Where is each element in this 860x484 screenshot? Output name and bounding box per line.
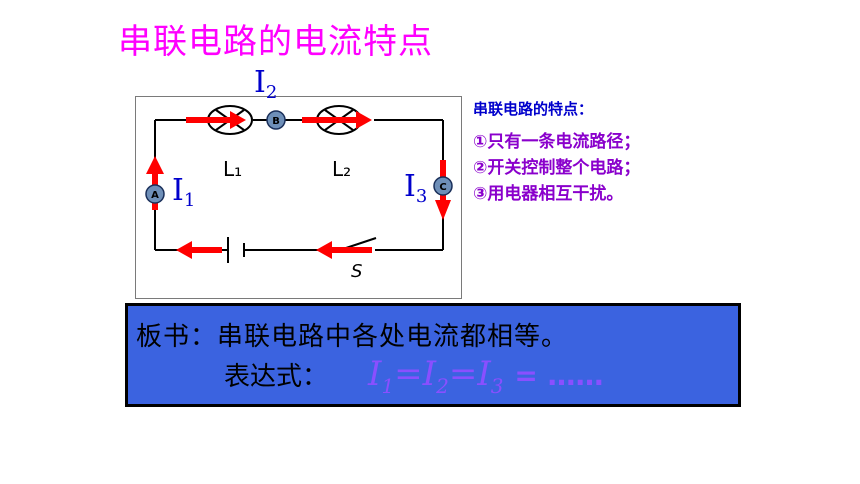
board-conclusion: 板书：串联电路中各处电流都相等。 <box>136 322 569 352</box>
series-circuit-features: 串联电路的特点： ①只有一条电流路径； ②开关控制整个电路； ③用电器相互干扰。 <box>473 98 733 207</box>
ammeter-b-label: B <box>272 116 280 127</box>
ammeter-a-label: A <box>151 190 159 201</box>
ammeter-c-label: C <box>439 182 446 193</box>
current-label-i2: I2 <box>254 65 278 103</box>
board-expression-label: 表达式： <box>224 362 329 392</box>
ammeter-c: C <box>433 176 453 196</box>
arrow-top-2 <box>302 111 372 129</box>
lamp-2-label: L₂ <box>332 157 351 181</box>
lamp-1-label: L₁ <box>223 157 242 181</box>
circuit-diagram <box>135 96 462 299</box>
arrow-bottom-left <box>176 241 222 259</box>
battery <box>227 237 245 263</box>
ammeter-a: A <box>145 184 165 204</box>
page-title: 串联电路的电流特点 <box>118 22 433 62</box>
features-heading: 串联电路的特点： <box>473 100 594 118</box>
feature-item: ③用电器相互干扰。 <box>473 184 624 204</box>
current-label-i1: I1 <box>172 173 196 211</box>
feature-item: ②开关控制整个电路； <box>473 158 641 178</box>
summary-board: 板书：串联电路中各处电流都相等。 表达式： I1=I2=I3 = …… <box>125 303 741 407</box>
wires <box>154 119 444 251</box>
current-formula: I1=I2=I3 = …… <box>368 354 604 398</box>
feature-item: ①只有一条电流路径； <box>473 132 641 152</box>
ammeter-b: B <box>266 110 286 130</box>
arrow-bottom-mid <box>316 241 372 259</box>
switch-label: S <box>351 261 362 282</box>
current-label-i3: I3 <box>404 169 428 207</box>
arrow-top-1 <box>186 111 246 129</box>
